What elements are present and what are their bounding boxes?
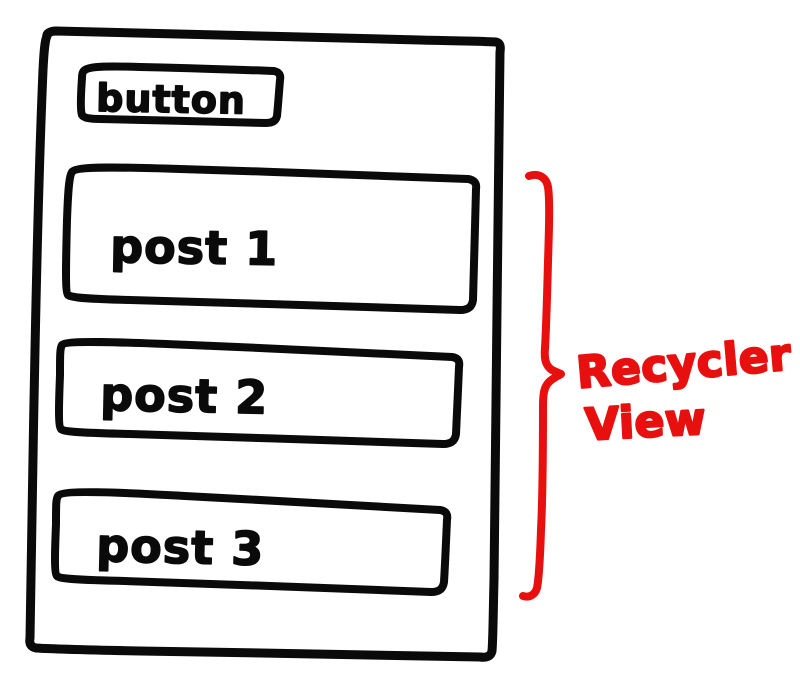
button-label: button <box>96 76 246 123</box>
post-item-box-1[interactable] <box>62 163 481 314</box>
post-item-label-3: post 3 <box>96 518 265 576</box>
post-item-label-1: post 1 <box>110 219 279 276</box>
button-box[interactable] <box>76 62 285 127</box>
recycler-view-brace-icon <box>519 170 565 601</box>
post-item-box-3[interactable] <box>51 488 452 596</box>
post-item-box-2[interactable] <box>55 337 464 448</box>
post-item-label-2: post 2 <box>100 367 269 425</box>
annotation-line-1: Recycler <box>575 329 794 399</box>
phone-screen-outline <box>25 26 505 662</box>
annotation-line-2: View <box>584 394 707 451</box>
